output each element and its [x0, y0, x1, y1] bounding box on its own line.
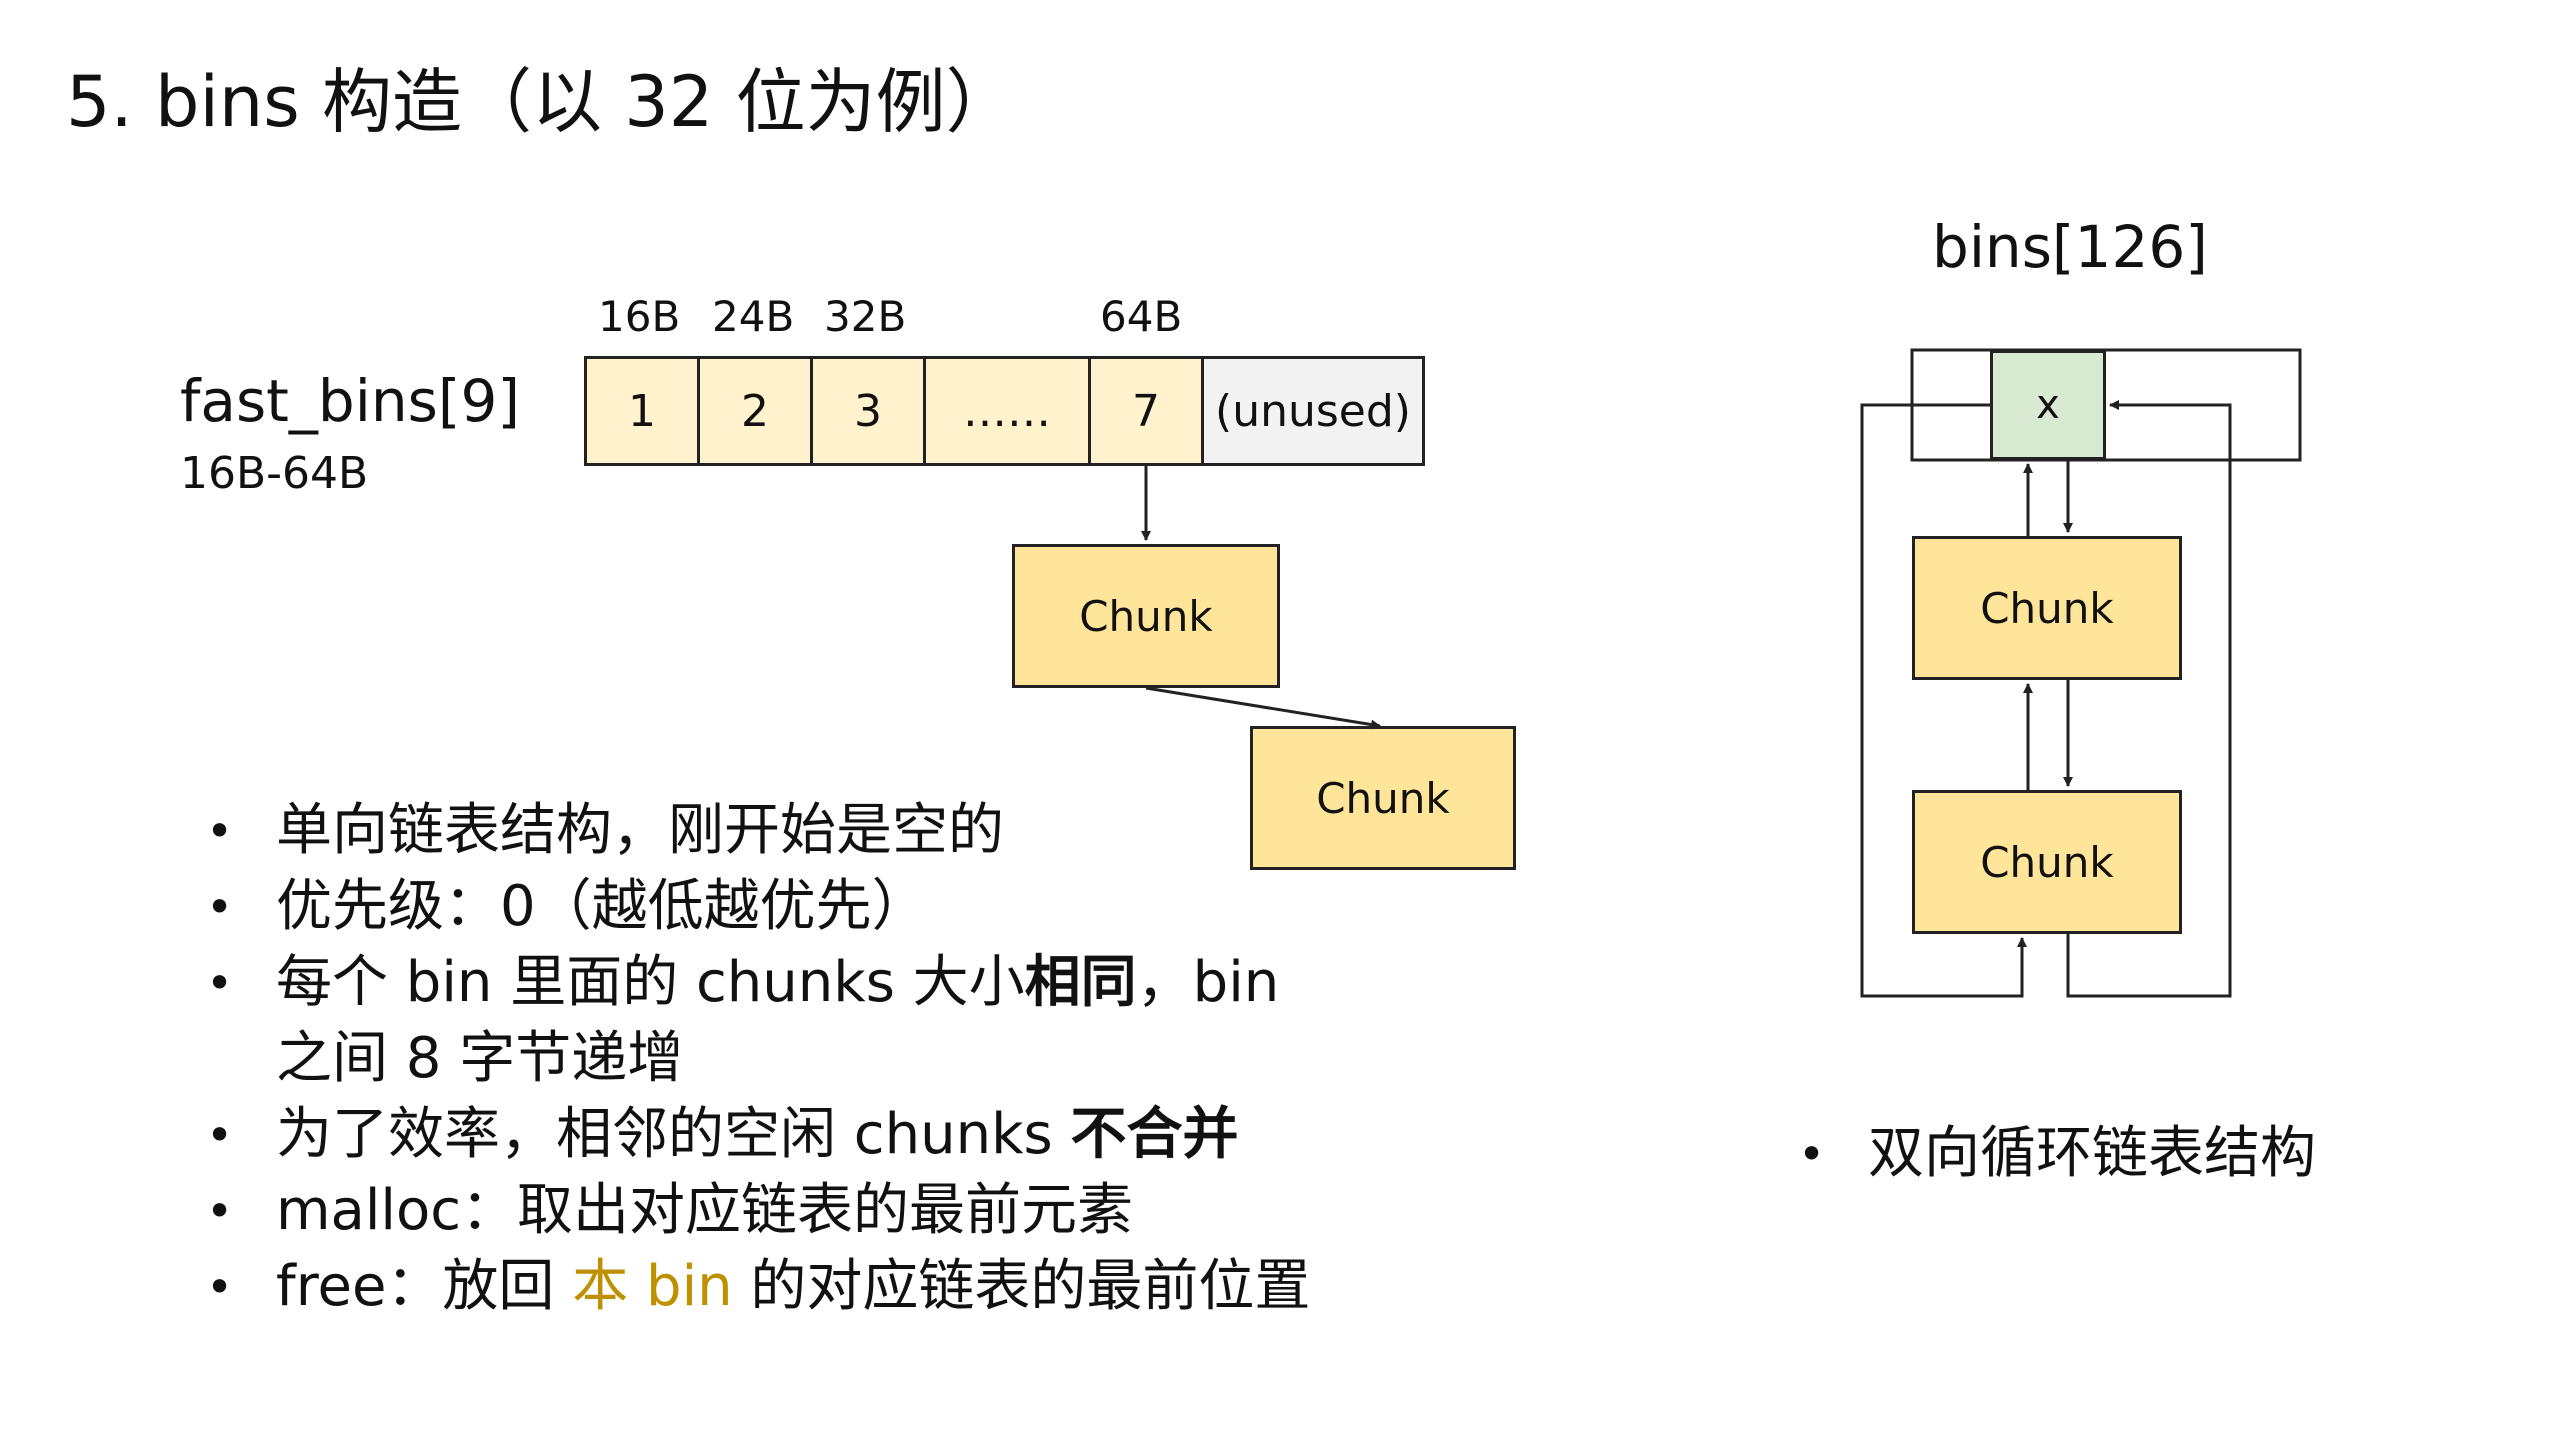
bins-head-node: x	[1990, 350, 2106, 460]
fast-bin-cell-2: 2	[697, 356, 813, 466]
bins-chunk-2: Chunk	[1912, 790, 2182, 934]
bullet-highlight: 本 bin	[572, 1254, 733, 1319]
fast-bins-range: 16B-64B	[180, 448, 369, 499]
bullet-emphasis: 相同	[1024, 950, 1137, 1015]
bullet-item: •free：放回 本 bin 的对应链表的最前位置	[206, 1254, 1311, 1319]
fast-bin-cell-3: 3	[810, 356, 926, 466]
bullet-continuation: 之间 8 字节递增	[198, 1021, 1310, 1097]
fast-bin-chunk-2: Chunk	[1250, 726, 1516, 870]
bullet-item: •双向循环链表结构	[1798, 1121, 2316, 1186]
bullet-text: 的对应链表的最前位置	[732, 1254, 1311, 1319]
bullet-emphasis: 不合并	[1070, 1102, 1239, 1167]
bullet-item: •为了效率，相邻的空闲 chunks 不合并	[206, 1102, 1239, 1167]
bullet-text: 为了效率，相邻的空闲 chunks	[276, 1102, 1071, 1167]
bullet-item: •malloc：取出对应链表的最前元素	[206, 1178, 1134, 1243]
size-label-64b: 64B	[1100, 292, 1183, 341]
size-label-32b: 32B	[824, 292, 907, 341]
bullet-text: 之间 8 字节递增	[276, 1026, 684, 1091]
fast-bin-cell-7: 7	[1088, 356, 1204, 466]
bullet-text: malloc：取出对应链表的最前元素	[276, 1178, 1134, 1243]
fast-bin-chunk-1: Chunk	[1012, 544, 1280, 688]
arrow-chunk-to-chunk	[1145, 686, 1381, 730]
fast-bin-cell-unused: (unused)	[1201, 356, 1425, 466]
bullet-text: 单向链表结构，刚开始是空的	[276, 798, 1004, 863]
bullet-item: •每个 bin 里面的 chunks 大小相同，bin	[206, 950, 1280, 1015]
size-label-24b: 24B	[712, 292, 795, 341]
page-title: 5. bins 构造（以 32 位为例）	[66, 61, 1016, 143]
bins-chunk-1: Chunk	[1912, 536, 2182, 680]
bullet-text: 每个 bin 里面的 chunks 大小	[276, 950, 1025, 1015]
bullet-text: ，bin	[1136, 950, 1280, 1015]
fast-bin-cell-ellipsis: ……	[923, 356, 1091, 466]
fast-bins-bullet-list: •单向链表结构，刚开始是空的 •优先级：0（越低越优先） •每个 bin 里面的…	[198, 793, 1310, 1325]
bins-label: bins[126]	[1932, 213, 2208, 281]
bullet-text: 双向循环链表结构	[1868, 1121, 2316, 1186]
bullet-item: •优先级：0（越低越优先）	[206, 874, 928, 939]
bins-bullet-list: •双向循环链表结构	[1790, 1116, 2316, 1192]
size-label-16b: 16B	[598, 292, 681, 341]
bullet-item: •单向链表结构，刚开始是空的	[206, 798, 1004, 863]
bullet-text: 优先级：0（越低越优先）	[276, 874, 928, 939]
fast-bins-label: fast_bins[9]	[180, 367, 520, 435]
bullet-text: free：放回	[276, 1254, 573, 1319]
